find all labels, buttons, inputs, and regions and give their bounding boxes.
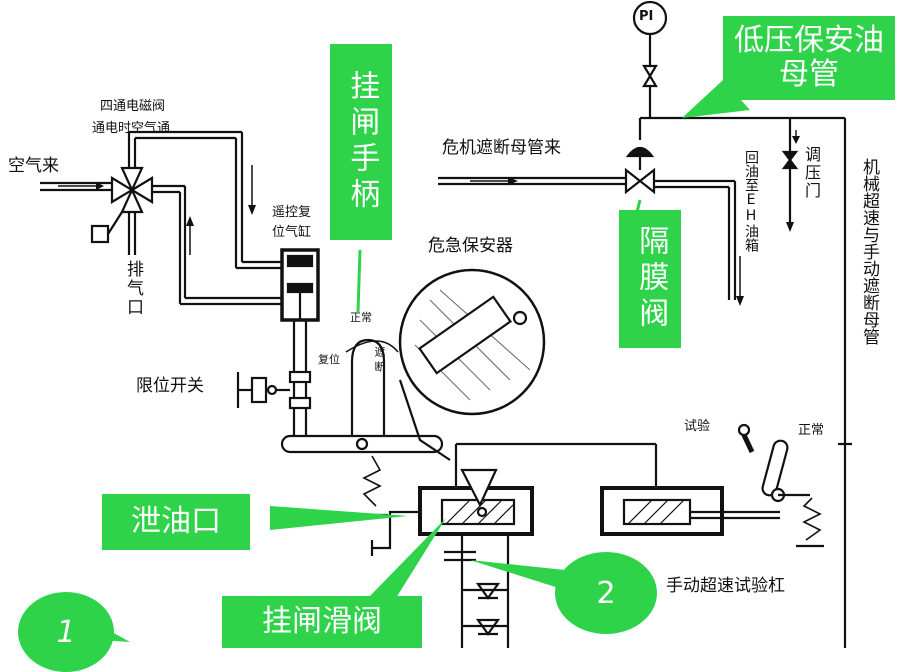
trip-header-label: 危机遮断母管来 [442, 138, 561, 158]
diagram-canvas: 空气来 四通电磁阀 通电时空气通 排气口 遥控复 位气缸 限位开关 危急保安器 … [8, 0, 895, 672]
trip-slide-valve [418, 468, 534, 536]
reset-cylinder [280, 248, 320, 322]
callout-trip-handle: 挂闸手柄 [330, 44, 392, 240]
handle-trip-label: 遮断 [373, 346, 386, 376]
handle-normal-label: 正常 [350, 311, 372, 324]
callout-low-pressure-header: 低压保安油母管 [723, 16, 895, 100]
callout-drain-port: 泄油口 [102, 494, 250, 550]
diaphragm-valve [624, 118, 656, 195]
callout-tail-low-pressure [682, 80, 750, 118]
callout-trip-slide-valve: 挂闸滑阀 [222, 596, 422, 648]
mech-overspeed-header-label: 机械超速与手动遮断母管 [859, 158, 879, 345]
test-valve [600, 486, 780, 536]
callout-number-1: 1 [18, 592, 114, 672]
reset-cylinder-label-1: 遥控复 [272, 205, 312, 220]
handle-reset-label: 复位 [318, 353, 340, 366]
callout-tail-2 [470, 560, 565, 590]
limit-switch-label: 限位开关 [136, 376, 204, 396]
solenoid-valve-label-1: 四通电磁阀 [100, 99, 166, 114]
pressure-gauge-label: PI [639, 9, 654, 24]
test-label: 试验 [684, 419, 711, 434]
four-way-valve [110, 166, 154, 214]
emergency-governor-label: 危急保安器 [428, 236, 513, 256]
return-oil-label: 回油至EH油箱 [743, 150, 759, 252]
solenoid-valve-label-2: 通电时空气通 [92, 121, 171, 136]
manual-test-lever-label: 手动超速试验杠 [666, 576, 785, 596]
callout-diaphragm-valve: 隔膜阀 [619, 210, 681, 348]
callout-tail-drain [270, 506, 408, 530]
normal-label: 正常 [798, 423, 825, 438]
reset-cylinder-label-2: 位气缸 [272, 225, 312, 240]
schematic-lines [40, 0, 852, 648]
callout-tail-slide [368, 518, 446, 598]
air-in-label: 空气来 [8, 156, 59, 176]
emergency-governor [398, 268, 546, 416]
adjust-valve-label: 调压门 [802, 146, 821, 200]
exhaust-label: 排气口 [123, 260, 143, 317]
callout-number-2: 2 [555, 552, 657, 634]
